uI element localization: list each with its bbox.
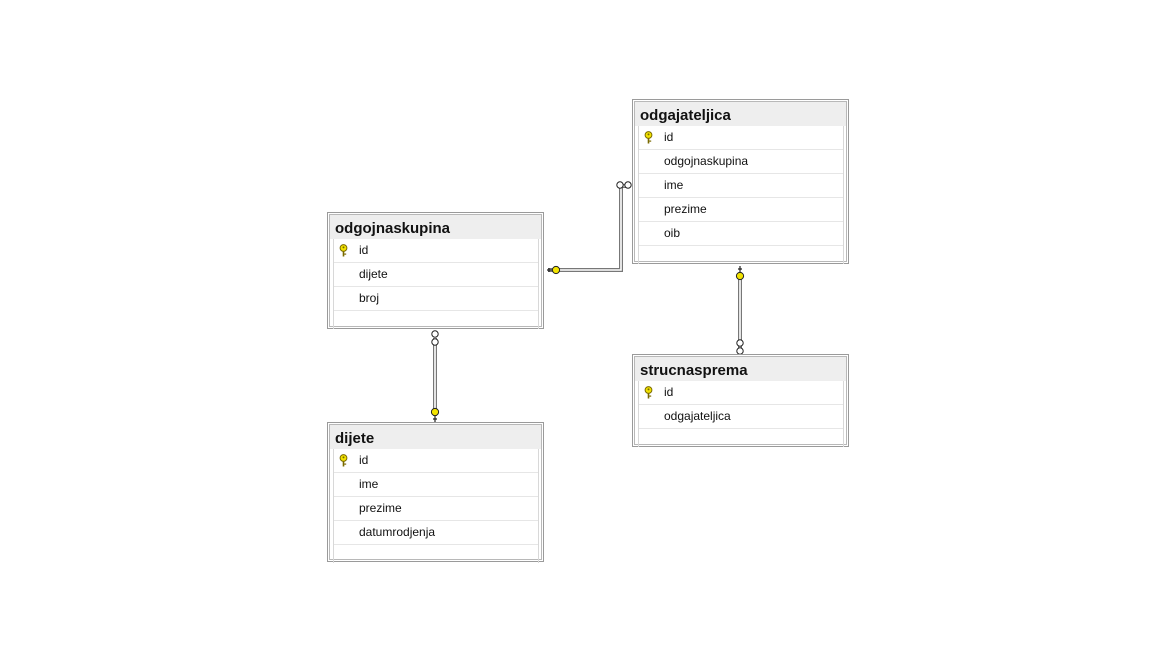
column-row-spacer <box>641 222 657 245</box>
key-end-icon <box>430 407 440 422</box>
column-name: id <box>664 130 674 144</box>
column-row[interactable]: datumrodjenja <box>334 521 538 545</box>
column-name: id <box>664 385 674 399</box>
column-row[interactable]: prezime <box>639 198 843 222</box>
column-row[interactable]: id <box>639 381 843 405</box>
primary-key-icon <box>641 126 657 149</box>
many-end-icon <box>431 330 439 346</box>
column-name: oib <box>664 226 681 240</box>
column-row[interactable]: ime <box>639 174 843 198</box>
column-name: odgajateljica <box>664 409 731 423</box>
table-odgojnaskupina[interactable]: odgojnaskupina id dijete broj <box>327 212 544 329</box>
table-title[interactable]: strucnasprema <box>635 357 846 381</box>
column-row-spacer <box>336 473 352 496</box>
column-name: datumrodjenja <box>359 525 436 539</box>
column-row-spacer <box>641 150 657 173</box>
many-end-icon <box>736 339 744 355</box>
table-dijete[interactable]: dijete id ime prezime datumrodjenja <box>327 422 544 563</box>
primary-key-icon <box>641 381 657 404</box>
column-name: dijete <box>359 267 388 281</box>
key-end-icon <box>547 265 561 275</box>
column-row-spacer <box>336 263 352 286</box>
column-name: id <box>359 453 369 467</box>
table-strucnasprema[interactable]: strucnasprema id odgajateljica <box>632 354 849 447</box>
column-list: id dijete broj <box>333 239 539 329</box>
column-name: ime <box>359 477 379 491</box>
column-name: prezime <box>664 202 707 216</box>
column-row-spacer <box>641 174 657 197</box>
column-row[interactable]: prezime <box>334 497 538 521</box>
column-list: id ime prezime datumrodjenja <box>333 449 539 563</box>
primary-key-icon <box>336 449 352 472</box>
column-row[interactable]: odgajateljica <box>639 405 843 429</box>
relationship-strucnasprema-odgajateljica[interactable] <box>735 266 745 355</box>
empty-column-row[interactable] <box>334 545 538 563</box>
column-name: ime <box>664 178 684 192</box>
column-row[interactable]: dijete <box>334 263 538 287</box>
relationship-odgajateljica-odgojnaskupina[interactable] <box>547 181 632 275</box>
column-list: id odgojnaskupina ime prezime oib <box>638 126 844 264</box>
column-row-spacer <box>336 521 352 544</box>
column-row-spacer <box>641 198 657 221</box>
empty-column-row[interactable] <box>639 429 843 447</box>
column-row[interactable]: broj <box>334 287 538 311</box>
many-end-icon <box>616 181 632 189</box>
column-row[interactable]: oib <box>639 222 843 246</box>
column-name: id <box>359 243 369 257</box>
table-title[interactable]: dijete <box>330 425 541 449</box>
column-name: broj <box>359 291 380 305</box>
column-row[interactable]: ime <box>334 473 538 497</box>
empty-column-row[interactable] <box>334 311 538 329</box>
table-title[interactable]: odgojnaskupina <box>330 215 541 239</box>
column-row-spacer <box>336 287 352 310</box>
column-name: prezime <box>359 501 402 515</box>
column-row[interactable]: id <box>639 126 843 150</box>
column-row-spacer <box>641 405 657 428</box>
relationship-odgojnaskupina-dijete[interactable] <box>430 330 440 422</box>
table-title[interactable]: odgajateljica <box>635 102 846 126</box>
table-odgajateljica[interactable]: odgajateljica id odgojnaskupina ime prezime… <box>632 99 849 264</box>
column-row[interactable]: odgojnaskupina <box>639 150 843 174</box>
column-row[interactable]: id <box>334 449 538 473</box>
key-end-icon <box>735 266 745 281</box>
empty-column-row[interactable] <box>639 246 843 264</box>
column-row[interactable]: id <box>334 239 538 263</box>
primary-key-icon <box>336 239 352 262</box>
column-list: id odgajateljica <box>638 381 844 447</box>
column-row-spacer <box>336 497 352 520</box>
column-name: odgojnaskupina <box>664 154 749 168</box>
